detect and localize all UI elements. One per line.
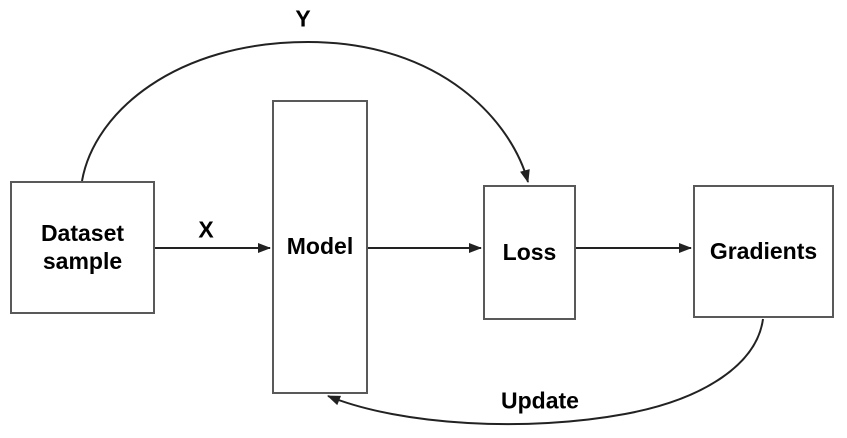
edge-label-update: Update xyxy=(501,387,579,414)
edge-label-x: X xyxy=(198,216,214,243)
node-gradients-label: Gradients xyxy=(709,237,818,264)
node-dataset-sample-label: Dataset sample xyxy=(40,219,125,274)
edge-y-arrow xyxy=(81,40,530,183)
node-loss: Loss xyxy=(483,185,576,320)
node-model: Model xyxy=(272,100,368,394)
node-loss-label: Loss xyxy=(502,238,557,265)
edge-update-arrow xyxy=(327,318,764,426)
node-dataset-sample: Dataset sample xyxy=(10,181,155,314)
node-gradients: Gradients xyxy=(693,185,834,318)
edge-label-y: Y xyxy=(295,5,311,32)
node-model-label: Model xyxy=(286,233,354,260)
